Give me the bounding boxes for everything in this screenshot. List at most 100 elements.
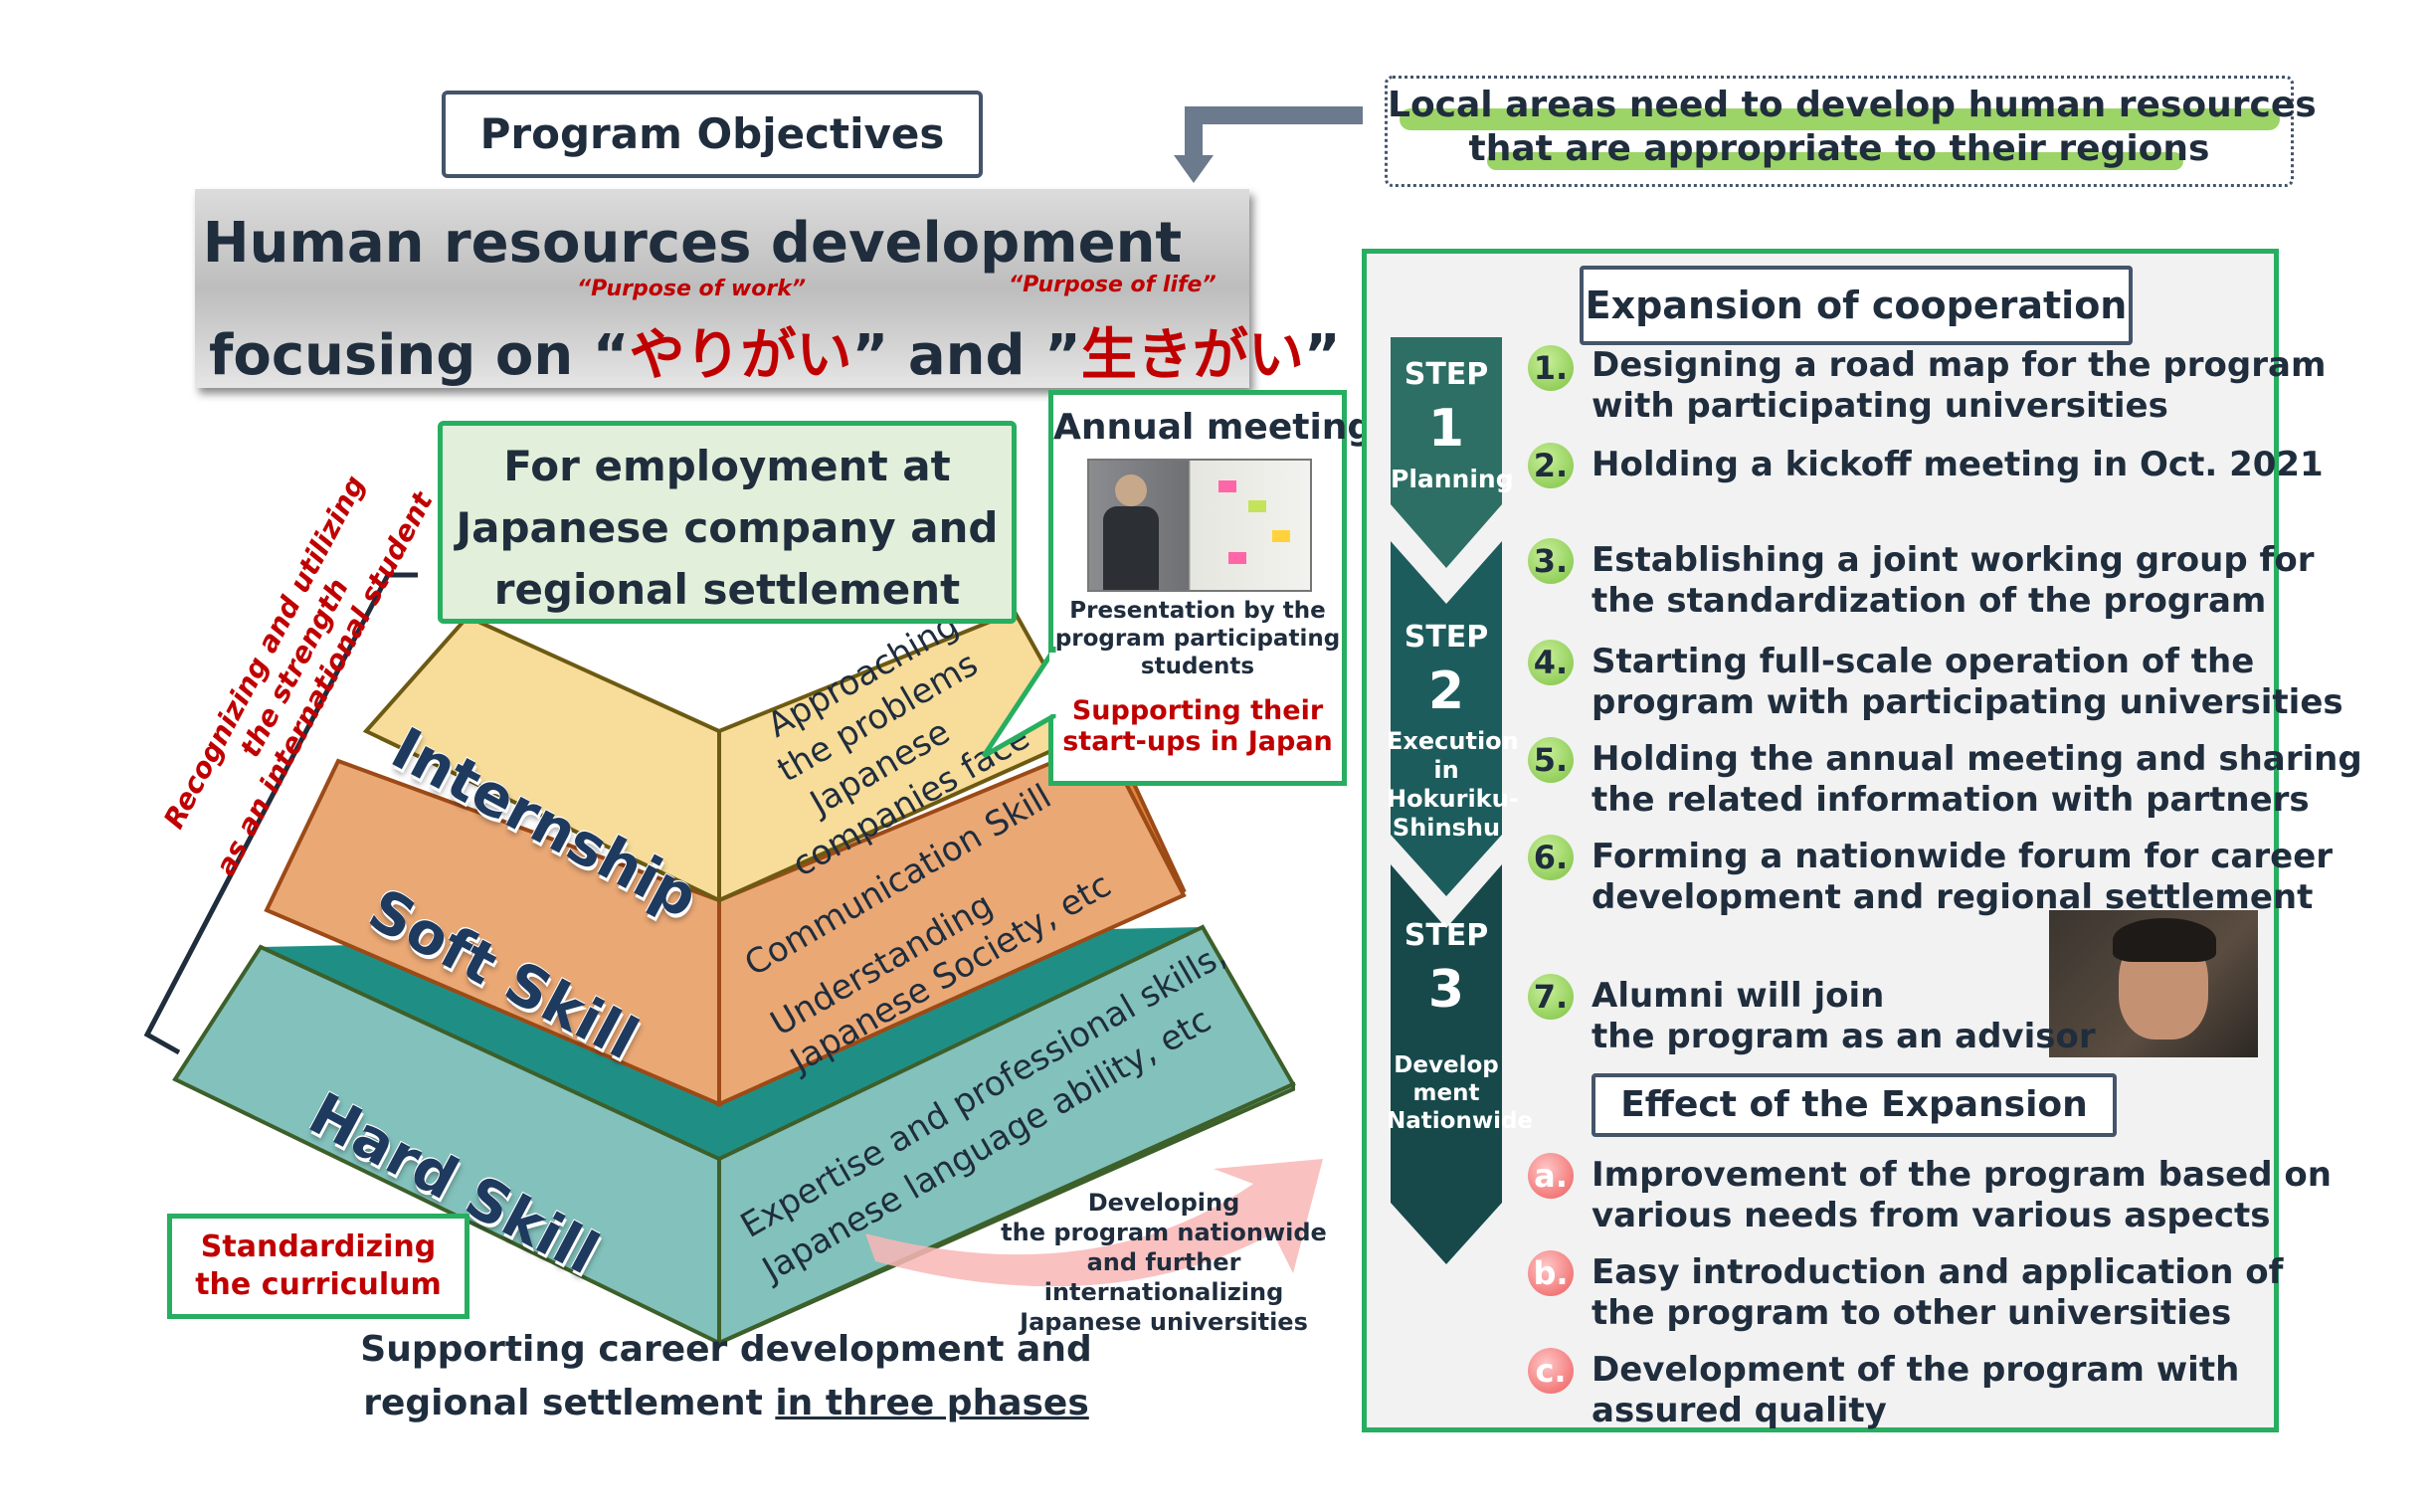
step-2-number: 2 [1427, 662, 1465, 721]
item-1-line-2: with participating universities [1592, 386, 2168, 426]
employment-line-3: regional settlement [493, 565, 961, 614]
standardizing-line-2: the curriculum [195, 1267, 442, 1302]
pyramid-diagram [143, 572, 1323, 1347]
item-1-number: 1. [1528, 345, 1574, 391]
presentation-photo [1087, 459, 1312, 592]
heading-prefix: focusing on “ [209, 323, 630, 388]
heading-line-1: Human resources development [202, 211, 1183, 276]
step-1-label: Planning [1391, 465, 1514, 493]
steps-chevrons [1391, 337, 1502, 1264]
effect-b-line-2: the program to other universities [1592, 1293, 2232, 1333]
student-portrait [2049, 910, 2258, 1057]
item-2-text: Holding a kickoff meeting in Oct. 2021 [1592, 445, 2324, 485]
heading-mid: ” and ” [851, 323, 1081, 388]
step-2-label-3: Hokuriku- [1387, 785, 1519, 813]
item-3-line-2: the standardization of the program [1592, 581, 2267, 621]
effect-c-number: c. [1528, 1348, 1574, 1394]
supporting-line-2-underlined: in three phases [775, 1383, 1089, 1423]
step-2-word: STEP [1404, 620, 1489, 655]
item-7-line-1: Alumni will join [1592, 976, 1885, 1016]
employment-line-2: Japanese company and [456, 503, 999, 552]
developing-line-3: and further [1086, 1248, 1241, 1276]
purpose-of-work-label: “Purpose of work” [577, 277, 806, 301]
step-2-shape [1391, 541, 1502, 896]
developing-line-4: internationalizing [1043, 1278, 1284, 1306]
item-1-text: Designing a road map for the program wit… [1592, 345, 2326, 427]
local-areas-box: Local areas need to develop human resour… [1385, 76, 2317, 187]
item-5-text: Holding the annual meeting and sharing t… [1592, 739, 2362, 821]
local-line-2: that are appropriate to their regions [1468, 128, 2210, 169]
step-1-word: STEP [1404, 357, 1489, 392]
item-4-number: 4. [1528, 640, 1574, 685]
effect-title: Effect of the Expansion [1592, 1073, 2117, 1137]
item-5-line-2: the related information with partners [1592, 780, 2310, 820]
effect-c-line-2: assured quality [1592, 1391, 1887, 1430]
strength-bracket [143, 572, 418, 1055]
item-3-number: 3. [1528, 538, 1574, 584]
annual-caption-line-1: Presentation by the [1069, 598, 1326, 624]
main-heading-box: Human resources development “Purpose of … [195, 189, 1341, 391]
item-2-number: 2. [1528, 443, 1574, 488]
step-1-shape [1391, 337, 1502, 568]
standardizing-line-1: Standardizing [200, 1229, 437, 1264]
developing-line-1: Developing [1087, 1189, 1240, 1217]
support-line-2: start-ups in Japan [1062, 726, 1333, 757]
item-3-text: Establishing a joint working group for t… [1592, 540, 2314, 622]
effect-a-number: a. [1528, 1153, 1574, 1199]
supporting-line-2: regional settlement [363, 1383, 776, 1423]
employment-box: For employment at Japanese company and r… [438, 421, 1017, 624]
item-2-line-1: Holding a kickoff meeting in Oct. 2021 [1592, 445, 2324, 484]
item-5-number: 5. [1528, 737, 1574, 783]
jp-yarigai: やりがい [629, 323, 852, 388]
item-1-line-1: Designing a road map for the program [1592, 345, 2327, 385]
heading-suffix: ” [1303, 323, 1341, 388]
supporting-line-1: Supporting career development and [360, 1329, 1092, 1370]
developing-line-2: the program nationwide [1001, 1219, 1327, 1246]
step-2-label-4: Shinshu [1392, 814, 1501, 842]
item-4-line-2: program with participating universities [1592, 682, 2343, 722]
item-7-line-2: the program as an advisor [1592, 1017, 2096, 1056]
step-3-shape [1391, 864, 1502, 1264]
purpose-of-life-label: “Purpose of life” [1009, 273, 1217, 297]
effect-b-line-1: Easy introduction and application of [1592, 1252, 2284, 1292]
developing-line-5: Japanese universities [1020, 1308, 1308, 1336]
step-3-label-1: Develop [1394, 1052, 1499, 1078]
local-line-1: Local areas need to develop human resour… [1388, 85, 2317, 125]
item-4-line-1: Starting full-scale operation of the [1592, 642, 2255, 681]
annual-meeting-title: Annual meeting [1053, 407, 1374, 448]
expansion-panel: Expansion of cooperation STEP 1 Planning… [1362, 249, 2362, 1432]
annual-caption-line-2: program participating [1054, 626, 1341, 652]
program-objectives-title: Program Objectives [442, 91, 983, 178]
employment-line-1: For employment at [503, 442, 951, 490]
step-2-label-1: Execution [1387, 727, 1519, 755]
step-1-number: 1 [1427, 399, 1465, 459]
step-3-label-2: ment [1412, 1080, 1480, 1106]
item-7-number: 7. [1528, 974, 1574, 1020]
effect-a-text: Improvement of the program based on vari… [1592, 1155, 2332, 1236]
effect-a-line-1: Improvement of the program based on [1592, 1155, 2332, 1195]
annual-callout-pointer [981, 647, 1059, 759]
annual-meeting-box: Annual meeting Presentation by the progr… [1048, 390, 1374, 786]
effect-c-text: Development of the program with assured … [1592, 1350, 2239, 1431]
effect-b-text: Easy introduction and application of the… [1592, 1252, 2283, 1334]
supporting-text: Supporting career development and region… [328, 1323, 1124, 1430]
heading-line-2: focusing on “やりがい” and ”生きがい” [209, 310, 1341, 391]
standardizing-box: Standardizing the curriculum [167, 1214, 469, 1319]
step-3-word: STEP [1404, 918, 1489, 953]
item-4-text: Starting full-scale operation of the pro… [1592, 642, 2343, 723]
developing-text: Developing the program nationwide and fu… [995, 1188, 1333, 1337]
effect-a-line-2: various needs from various aspects [1592, 1196, 2271, 1235]
item-6-text: Forming a nationwide forum for career de… [1592, 837, 2333, 918]
down-arrow-icon [1174, 106, 1363, 183]
effect-b-number: b. [1528, 1250, 1574, 1296]
effect-c-line-1: Development of the program with [1592, 1350, 2240, 1390]
step-3-label-3: Nationwide [1387, 1108, 1534, 1134]
step-2-label-2: in [1433, 756, 1459, 784]
item-6-number: 6. [1528, 835, 1574, 880]
item-7-text: Alumni will join the program as an advis… [1592, 976, 2096, 1057]
pink-arrow [865, 1159, 1323, 1287]
annual-caption-line-3: students [1140, 654, 1255, 679]
item-6-line-1: Forming a nationwide forum for career [1592, 837, 2334, 876]
support-line-1: Supporting their [1071, 695, 1324, 726]
expansion-title: Expansion of cooperation [1580, 266, 2133, 345]
